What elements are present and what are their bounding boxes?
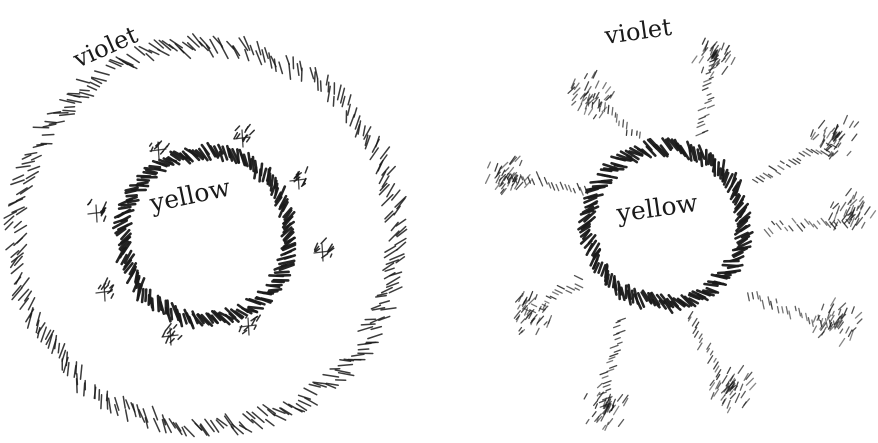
right-violet-label: violet bbox=[602, 13, 674, 50]
right-violet-rays bbox=[486, 38, 876, 430]
right-figure: violet yellow bbox=[486, 13, 876, 430]
right-yellow-inner-ring bbox=[579, 139, 753, 313]
left-yellow-inner-ring bbox=[113, 143, 295, 328]
left-yellow-label: yellow bbox=[146, 172, 233, 218]
left-violet-outer-ring bbox=[4, 34, 406, 437]
right-yellow-label: yellow bbox=[614, 188, 700, 228]
left-figure: violet yellow bbox=[4, 20, 406, 436]
